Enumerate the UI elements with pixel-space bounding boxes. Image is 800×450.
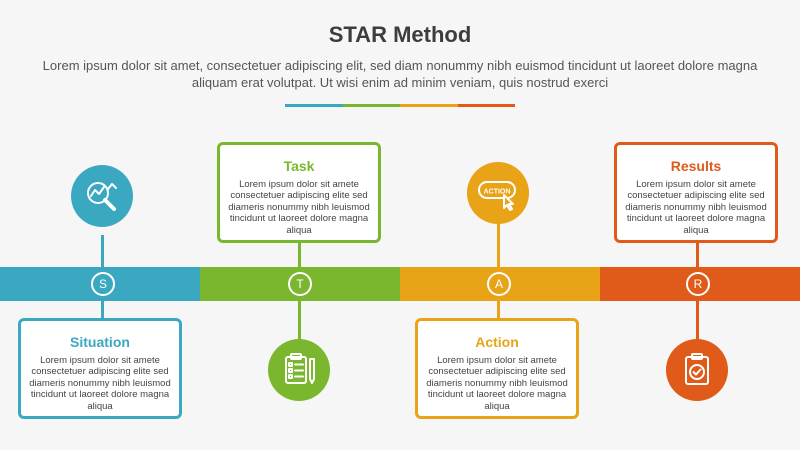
card-task: Task Lorem ipsum dolor sit amete consect…	[217, 142, 381, 243]
divider-results	[458, 104, 515, 107]
divider-task	[343, 104, 400, 107]
step-letter-a: A	[487, 272, 511, 296]
card-action-title: Action	[475, 334, 519, 350]
card-situation-text: Lorem ipsum dolor sit amete consectetuer…	[29, 355, 171, 412]
card-situation: Situation Lorem ipsum dolor sit amete co…	[18, 318, 182, 419]
step-letter-t: T	[288, 272, 312, 296]
step-letter-s: S	[91, 272, 115, 296]
divider-situation	[285, 104, 343, 107]
clipboard-list-icon	[268, 339, 330, 401]
page-subtitle: Lorem ipsum dolor sit amet, consectetuer…	[42, 58, 758, 90]
card-action: Action Lorem ipsum dolor sit amete conse…	[415, 318, 579, 419]
stem-action	[497, 220, 500, 320]
card-task-title: Task	[283, 158, 315, 174]
clipboard-check-icon	[666, 339, 728, 401]
action-button-icon: ACTION	[467, 162, 529, 224]
magnifier-chart-icon	[71, 165, 133, 227]
card-results-text: Lorem ipsum dolor sit amete consectetuer…	[625, 179, 767, 236]
card-action-text: Lorem ipsum dolor sit amete consectetuer…	[426, 355, 568, 412]
action-icon-label: ACTION	[484, 189, 511, 196]
divider-action	[400, 104, 458, 107]
card-results: Results Lorem ipsum dolor sit amete cons…	[614, 142, 778, 243]
card-task-text: Lorem ipsum dolor sit amete consectetuer…	[228, 179, 370, 236]
card-situation-title: Situation	[70, 334, 130, 350]
step-letter-r: R	[686, 272, 710, 296]
page-title: STAR Method	[328, 22, 472, 47]
card-results-title: Results	[670, 158, 722, 174]
